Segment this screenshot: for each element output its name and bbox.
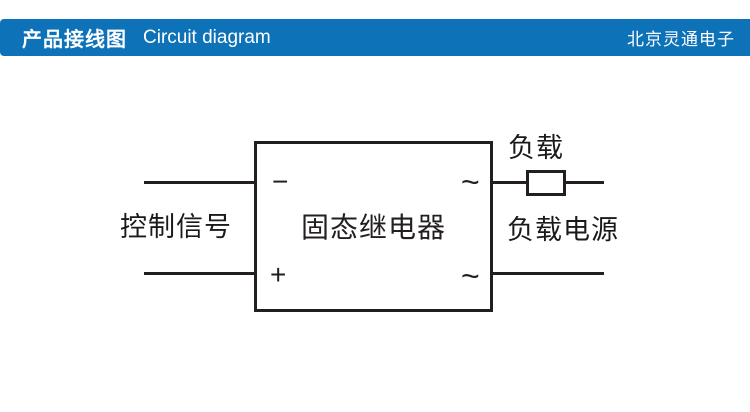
plus-terminal-symbol: + [270,259,287,290]
wire-load-top-left-segment [493,181,526,184]
header-bar: 产品接线图 Circuit diagram 北京灵通电子 [0,19,750,56]
ac-terminal-symbol-bottom: ~ [461,258,480,294]
ac-terminal-symbol-top: ~ [461,164,480,200]
header-title-zh: 产品接线图 [22,29,127,51]
header-company-name: 北京灵通电子 [627,30,735,49]
control-signal-label: 控制信号 [120,212,232,242]
load-label: 负载 [508,133,564,163]
wire-load-top-right-segment [566,181,604,184]
relay-label: 固态继电器 [300,212,446,243]
load-power-label: 负载电源 [507,215,619,245]
wire-control-positive [144,272,254,275]
wire-load-bottom [493,272,604,275]
minus-terminal-symbol: − [272,166,289,197]
load-resistor-symbol [526,170,566,196]
solid-state-relay-box: − + ~ ~ 固态继电器 [254,141,493,312]
wire-control-negative [144,181,254,184]
header-title-en: Circuit diagram [143,26,271,48]
